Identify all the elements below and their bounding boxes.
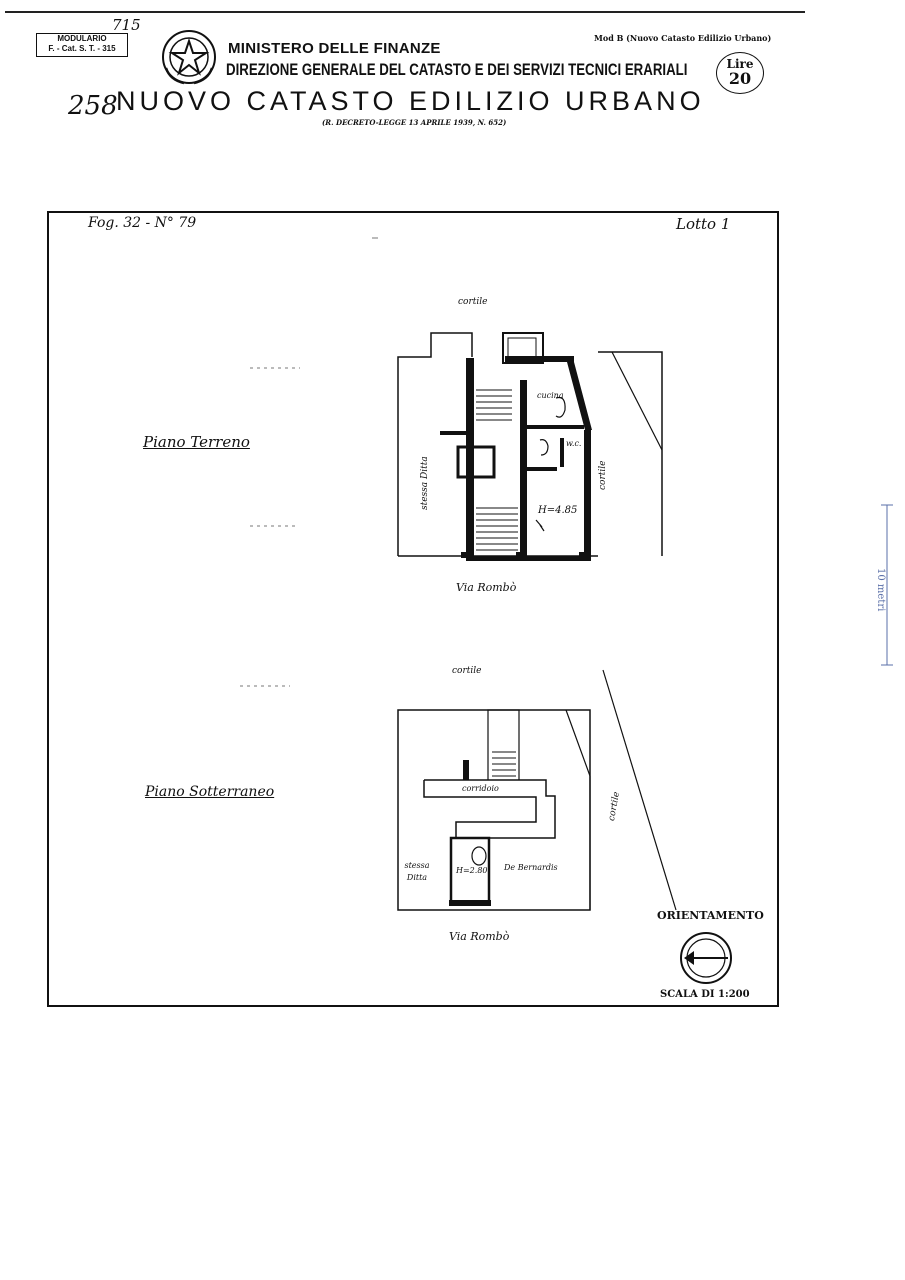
lire-label: Lire xyxy=(726,57,754,71)
ground-wc-label: w.c. xyxy=(566,439,582,448)
right-lot-diagonal xyxy=(602,669,677,911)
modulario-code: F. - Cat. S. T. - 315 xyxy=(48,44,116,53)
ground-street: Via Rombò xyxy=(456,581,517,594)
basement-corridoio: corridoio xyxy=(462,784,499,793)
ground-cortile-top: cortile xyxy=(458,297,488,307)
foglio-number: Fog. 32 - N° 79 xyxy=(88,215,197,231)
basement-street: Via Rombò xyxy=(449,930,510,943)
basement-cortile-top: cortile xyxy=(452,666,482,676)
orientamento-label: ORIENTAMENTO xyxy=(657,909,764,922)
decreto-reference: (R. DECRETO-LEGGE 13 APRILE 1939, N. 652… xyxy=(322,118,507,127)
republic-emblem-icon xyxy=(162,30,216,85)
direzione-heading: DIREZIONE GENERALE DEL CATASTO E DEI SER… xyxy=(226,60,688,79)
basement-plan xyxy=(397,669,677,911)
basement-stessa-ditta: stessa Ditta xyxy=(404,861,430,882)
ground-stessa-ditta: stessa Ditta xyxy=(420,456,430,510)
scale-label: SCALA DI 1:200 xyxy=(660,989,750,1000)
modulario-title: MODULARIO xyxy=(57,34,107,43)
modulario-box: MODULARIO F. - Cat. S. T. - 315 xyxy=(36,33,128,57)
lire-value: 20 xyxy=(728,69,752,88)
model-label: Mod B (Nuovo Catasto Edilizio Urbano) xyxy=(594,33,772,43)
hand-number-left: 258 xyxy=(68,91,118,121)
drawing-frame xyxy=(47,211,779,1007)
ground-height: H=4.85 xyxy=(538,505,578,516)
basement-owner: De Bernardis xyxy=(504,863,558,872)
basement-title: Piano Sotterraneo xyxy=(145,784,275,800)
ground-floor-title: Piano Terreno xyxy=(143,433,250,451)
side-scale-bar xyxy=(881,504,893,666)
orientation-compass-icon xyxy=(680,932,732,984)
ground-cucina-label: cucina xyxy=(537,391,564,400)
hand-number-top: 715 xyxy=(112,16,141,34)
document-title: NUOVO CATASTO EDILIZIO URBANO xyxy=(116,86,705,116)
right-lot-outline xyxy=(598,351,663,556)
ground-floor-plan xyxy=(397,332,663,561)
side-scale-label: 10 metri xyxy=(875,568,886,612)
ministero-heading: MINISTERO DELLE FINANZE xyxy=(228,40,441,57)
ground-cortile-right: cortile xyxy=(598,460,608,490)
header-rule xyxy=(5,11,805,13)
lotto-label: Lotto 1 xyxy=(676,215,731,233)
basement-height: H=2.80 xyxy=(456,866,488,875)
lire-stamp: Lire 20 xyxy=(716,52,764,94)
